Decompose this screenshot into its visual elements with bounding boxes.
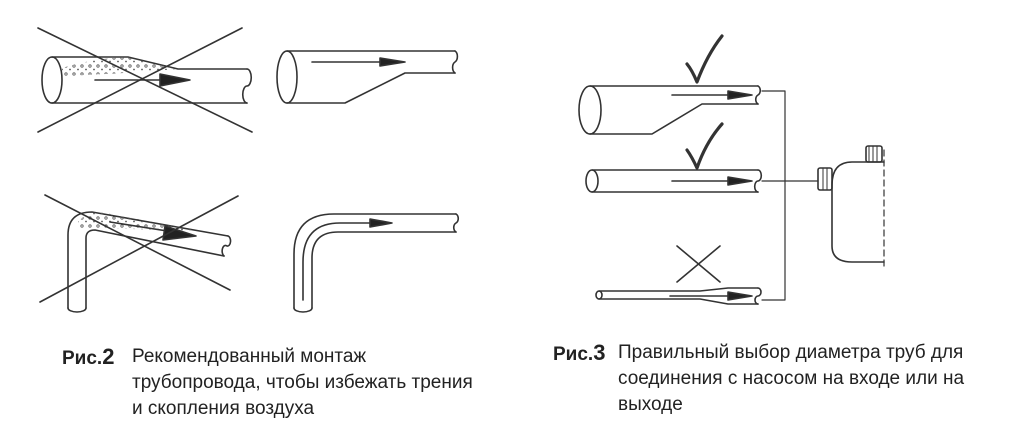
pipe-installation-diagram xyxy=(37,27,885,313)
fig3-caption-line-3: выходе xyxy=(618,394,683,415)
cross-mark-icon xyxy=(676,245,721,283)
fig3-caption-line-2: соединения с насосом на входе или на xyxy=(618,368,965,389)
fig3-connector-lines xyxy=(761,90,819,301)
fig2-caption-line-1: Рекомендованный монтаж xyxy=(132,346,367,367)
fig2-pipe-taper-correct xyxy=(276,50,459,104)
fig2-caption-line-2: трубопровода, чтобы избежать трения xyxy=(132,372,473,393)
check-mark-icon xyxy=(685,34,724,84)
fig3-pipe-thin-wrong xyxy=(595,245,762,305)
pump-housing xyxy=(817,145,885,271)
fig2-caption-line-3: и скопления воздуха xyxy=(132,398,315,419)
fig3-caption-line-1: Правильный выбор диаметра труб для xyxy=(618,342,964,363)
fig2-pipe-elbow-wrong xyxy=(39,194,239,313)
fig2-pipe-elbow-correct xyxy=(293,213,460,313)
fig2-pipe-taper-wrong xyxy=(37,27,253,133)
fig3-pipe-medium-correct xyxy=(585,122,763,193)
fig2-label: Рис. xyxy=(62,348,103,369)
fig2-number: 2 xyxy=(102,344,115,369)
fig3-label: Рис. xyxy=(553,344,594,365)
fig3-pipe-wide-correct xyxy=(578,34,762,135)
fig3-number: 3 xyxy=(593,340,606,365)
check-mark-icon xyxy=(685,122,724,170)
